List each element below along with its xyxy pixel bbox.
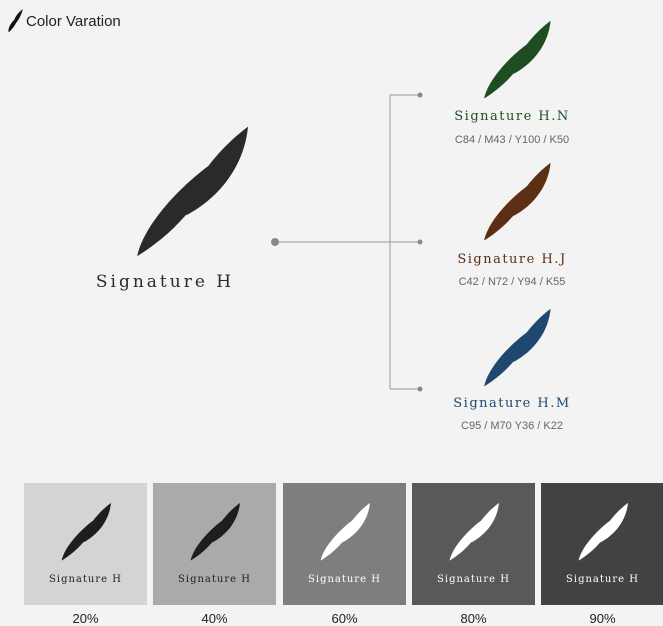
connector-node bbox=[417, 92, 423, 98]
main-brand-name: Signature H bbox=[95, 272, 235, 292]
logo-mark-icon bbox=[449, 502, 499, 561]
tint-swatch-60: Signature H bbox=[283, 483, 406, 605]
swatch-percent: 90% bbox=[589, 611, 616, 626]
swatch-brand-name: Signature H bbox=[437, 574, 510, 585]
logo-mark-icon bbox=[8, 9, 23, 33]
connector-node bbox=[417, 239, 423, 245]
logo-mark-icon bbox=[190, 502, 240, 561]
main-logo-icon bbox=[137, 126, 248, 257]
section-title: Color Varation bbox=[26, 12, 121, 30]
tint-swatch-40: Signature H bbox=[153, 483, 276, 605]
tint-swatch-20: Signature H bbox=[24, 483, 147, 605]
logo-mark-icon bbox=[320, 502, 370, 561]
tint-swatch-80: Signature H bbox=[412, 483, 535, 605]
logo-blue-icon bbox=[484, 308, 551, 387]
swatch-brand-name: Signature H bbox=[178, 574, 251, 585]
connector-node bbox=[271, 238, 279, 246]
logo-green-icon bbox=[484, 20, 551, 99]
tint-swatch-90: Signature H bbox=[541, 483, 663, 605]
swatch-percent: 40% bbox=[201, 611, 228, 626]
swatch-brand-name: Signature H bbox=[49, 574, 122, 585]
logo-mark-icon bbox=[61, 502, 111, 561]
variant-name: Signature H.M bbox=[453, 396, 571, 411]
connector-node bbox=[417, 386, 423, 392]
logo-mark-icon bbox=[578, 502, 628, 561]
swatch-percent: 20% bbox=[72, 611, 99, 626]
swatch-brand-name: Signature H bbox=[308, 574, 381, 585]
section-header: Color Varation bbox=[2, 6, 121, 36]
variant-cmyk: C42 / N72 / Y94 / K55 bbox=[458, 276, 566, 288]
swatch-percent: 60% bbox=[331, 611, 358, 626]
variant-cmyk: C84 / M43 / Y100 / K50 bbox=[454, 134, 570, 146]
variant-name: Signature H.J bbox=[457, 252, 567, 267]
swatch-percent: 80% bbox=[460, 611, 487, 626]
logo-brown-icon bbox=[484, 162, 551, 241]
swatch-brand-name: Signature H bbox=[566, 574, 639, 585]
variant-cmyk: C95 / M70 Y36 / K22 bbox=[461, 420, 563, 432]
variant-name: Signature H.N bbox=[454, 109, 570, 124]
